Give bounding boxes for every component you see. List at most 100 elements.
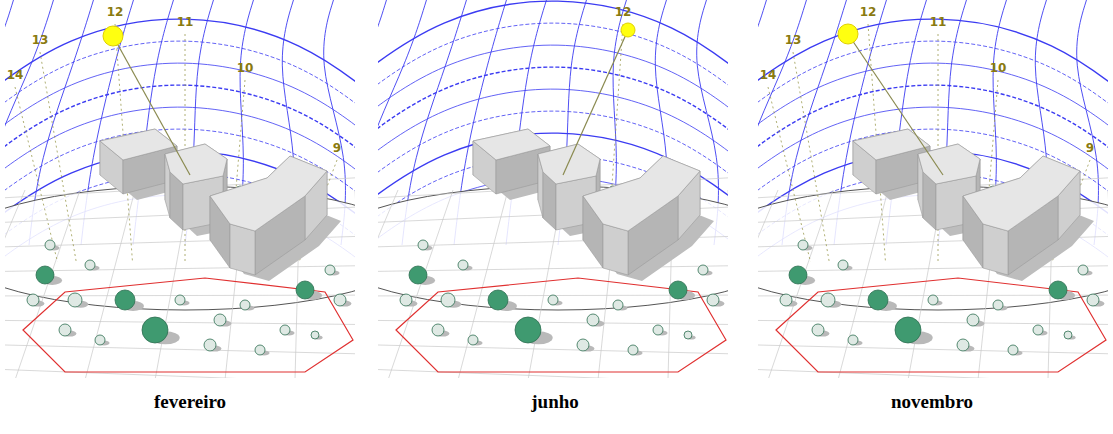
tree [868,290,888,310]
tree [780,294,792,306]
month-caption: junho [531,391,579,413]
hour-number: 13 [32,33,49,47]
sun-path-panel [758,0,1108,378]
tree [798,240,808,250]
sun-ray [848,34,943,175]
hour-number: 10 [237,61,254,75]
tree [325,265,335,275]
tree [669,281,687,299]
ground-grid [5,190,25,378]
tree [1049,281,1067,299]
sun-path-panel [378,0,728,378]
projection-line [40,52,76,262]
ground-grid [758,190,778,378]
site-boundary [396,278,726,372]
tree [1087,294,1099,306]
tree [85,260,95,270]
ground-grid [378,344,728,355]
ground-grid [388,190,453,378]
tree [1033,325,1043,335]
ground-grid [758,320,1108,325]
tree [838,260,848,270]
sun-ray [113,36,190,175]
tree [214,314,226,326]
tree [515,317,541,343]
projection-line [793,52,829,262]
hour-number: 11 [930,15,947,29]
building-roof [583,156,700,231]
month-caption: novembro [891,391,973,413]
tree [400,294,412,306]
tree [628,345,638,355]
hour-number: 11 [177,15,194,29]
ground-grid [378,265,728,272]
ground-grid [5,265,355,272]
tree [707,294,719,306]
tree [36,266,54,284]
ground-grid [758,344,1108,355]
tree [967,314,979,326]
hour-number: 9 [333,141,341,155]
tree [548,295,558,305]
tree [175,295,185,305]
tree [653,325,663,335]
ground-grid [758,265,1108,272]
ground-grid [5,344,355,355]
sun [621,23,635,37]
tree [142,317,168,343]
building-wall [983,224,1008,275]
tree [848,335,858,345]
tree [27,294,39,306]
tree [684,331,692,339]
tree [613,300,623,310]
ground-grid [85,190,135,378]
building-roof [210,156,327,231]
ground-grid [378,368,728,378]
hour-number: 10 [990,61,1007,75]
ground-grid [5,368,355,378]
ground-grid [378,190,398,378]
tree [1064,331,1072,339]
tree [204,339,216,351]
ground-grid [15,190,80,378]
projection-line [768,87,811,262]
tree [240,300,250,310]
tree [432,324,444,336]
site-boundary [776,278,1106,372]
tree [821,293,835,307]
tree [296,281,314,299]
tree [957,339,969,351]
tree [441,293,455,307]
tree [698,265,708,275]
tree [418,240,428,250]
building-roof [963,156,1080,231]
tree [587,314,599,326]
tree [812,324,824,336]
hour-number: 13 [785,33,802,47]
tree [115,290,135,310]
building-roof [165,144,227,184]
building-roof [918,144,980,184]
sun-path-panel [5,0,355,378]
tree [789,266,807,284]
site-boundary [23,278,353,372]
building-roof [538,144,600,184]
tree [458,260,468,270]
tree [280,325,290,335]
tree [311,331,319,339]
hour-number: 12 [615,5,632,19]
tree [255,345,265,355]
tree [577,339,589,351]
tree [488,290,508,310]
hour-number: 9 [1086,141,1094,155]
hour-number: 12 [860,5,877,19]
building-wall [603,224,628,275]
hour-number: 12 [107,5,124,19]
building-wall [230,224,255,275]
projection-line [15,87,58,262]
tree [993,300,1003,310]
ground-grid [5,320,355,325]
tree [1008,345,1018,355]
sun-ray [563,30,628,175]
